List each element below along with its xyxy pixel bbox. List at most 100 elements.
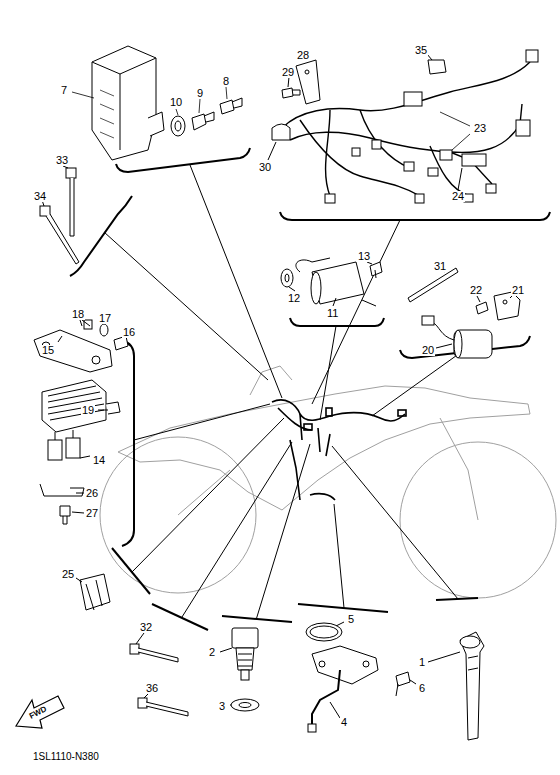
leader-lines-stroke bbox=[176, 109, 178, 115]
group-brackets-stroke bbox=[298, 604, 388, 612]
callout-number: 24 bbox=[451, 191, 465, 202]
cable-ties-32-36-stroke bbox=[138, 648, 178, 662]
harness-leader-stroke bbox=[452, 134, 470, 150]
leader-lines-stroke bbox=[132, 418, 284, 572]
spark-plug-cap-stroke bbox=[460, 636, 480, 648]
rectifier-plate-stroke bbox=[34, 330, 112, 372]
group-brackets-stroke bbox=[152, 604, 208, 630]
screw-29 bbox=[282, 77, 300, 98]
condenser-group-stroke bbox=[454, 330, 492, 358]
sensor-4-oring-5-stroke bbox=[310, 626, 338, 638]
callout-number: 21 bbox=[511, 285, 525, 296]
motorcycle-silhouette-stroke bbox=[178, 470, 230, 515]
ignition-coil-stroke bbox=[296, 258, 330, 272]
ignition-coil-stroke bbox=[312, 262, 364, 304]
callout-number: 13 bbox=[357, 251, 371, 262]
harness-connectors-stroke bbox=[428, 168, 438, 176]
callout-number: 23 bbox=[473, 123, 487, 134]
spark-plug-cap-stroke bbox=[460, 632, 484, 740]
condenser-group-stroke bbox=[454, 330, 462, 358]
central-harness-stroke bbox=[278, 408, 330, 456]
callout-number: 32 bbox=[139, 622, 153, 633]
group-brackets-stroke bbox=[112, 548, 150, 594]
wiring-harness-stroke bbox=[300, 120, 420, 196]
sensor-4-oring-5-stroke bbox=[319, 661, 325, 667]
callout-number: 9 bbox=[196, 88, 204, 99]
harness-bracket-28-stroke bbox=[305, 70, 309, 74]
wiring-harness-stroke bbox=[290, 124, 520, 152]
motorcycle-silhouette-stroke bbox=[118, 386, 530, 510]
clip-35-stroke bbox=[428, 60, 446, 74]
leader-lines-stroke bbox=[372, 353, 460, 416]
rectifier-plate-stroke bbox=[58, 320, 90, 342]
motorcycle-silhouette bbox=[100, 366, 556, 598]
central-harness-stroke bbox=[304, 424, 312, 430]
rectifier-regulator-stroke bbox=[48, 440, 62, 460]
rectifier-plate-stroke bbox=[114, 336, 128, 350]
wiring-harness-stroke bbox=[326, 110, 330, 196]
callout-number: 8 bbox=[222, 76, 230, 87]
group-brackets-stroke bbox=[70, 196, 132, 276]
sensor-4-oring-5-stroke bbox=[330, 622, 416, 718]
sensor-2-washer-3-stroke bbox=[239, 703, 251, 708]
sensor-2-washer-3-stroke bbox=[236, 648, 254, 670]
ignition-coil bbox=[281, 258, 382, 306]
sensor-4-oring-5-stroke bbox=[308, 724, 316, 732]
central-harness-stroke bbox=[272, 400, 405, 421]
rectifier-plate-stroke bbox=[100, 324, 108, 336]
callout-number: 15 bbox=[41, 345, 55, 356]
callout-number: 4 bbox=[340, 717, 348, 728]
connector-25-stroke bbox=[80, 574, 110, 610]
central-harness bbox=[272, 400, 406, 500]
callout-number: 16 bbox=[122, 327, 136, 338]
wiring-harness bbox=[282, 62, 530, 196]
cable-ties-33-34-stroke bbox=[70, 178, 74, 236]
ecu-unit-stroke bbox=[148, 112, 164, 136]
sensor-2-washer-3-stroke bbox=[241, 670, 249, 680]
callout-number: 14 bbox=[92, 455, 106, 466]
rectifier-regulator-stroke bbox=[80, 410, 108, 458]
ecu-unit-stroke bbox=[92, 46, 156, 160]
rectifier-regulator-stroke bbox=[55, 430, 73, 440]
harness-connectors bbox=[325, 50, 538, 203]
connector-25-stroke bbox=[86, 580, 102, 610]
harness-bracket-28 bbox=[296, 54, 320, 104]
bracket-26-screw-27 bbox=[40, 484, 84, 524]
wiring-harness-stroke bbox=[360, 110, 410, 168]
sensor-4-oring-5-stroke bbox=[312, 646, 378, 684]
cable-ties-33-34-stroke bbox=[66, 168, 76, 178]
callout-number: 6 bbox=[418, 683, 426, 694]
callout-number: 33 bbox=[55, 155, 69, 166]
sensor-2-washer-3-stroke bbox=[232, 628, 258, 648]
sensor-2-washer-3-stroke bbox=[238, 654, 252, 666]
leader-lines-stroke bbox=[104, 232, 268, 380]
harness-connectors-stroke bbox=[372, 140, 381, 149]
cable-ties-32-36-stroke bbox=[146, 702, 188, 716]
callout-number: 35 bbox=[414, 45, 428, 56]
leader-lines-stroke bbox=[190, 165, 282, 398]
harness-connectors-stroke bbox=[325, 194, 335, 203]
callout-number: 34 bbox=[33, 191, 47, 202]
sensor-4-oring-5-stroke bbox=[312, 670, 340, 726]
ecu-fasteners-stroke bbox=[175, 121, 181, 131]
condenser-group bbox=[408, 268, 520, 358]
leader-lines bbox=[72, 87, 227, 115]
harness-connectors-stroke bbox=[352, 148, 360, 156]
callout-number: 26 bbox=[85, 488, 99, 499]
cable-ties-33-34-stroke bbox=[40, 206, 50, 216]
drawing-code: 1SL1110-N380 bbox=[32, 752, 100, 762]
ecu-fasteners-stroke bbox=[171, 116, 185, 136]
harness-connectors-stroke bbox=[464, 194, 473, 202]
screw-29-stroke bbox=[282, 88, 300, 98]
sensor-2-washer-3 bbox=[220, 628, 259, 711]
rectifier-plate bbox=[34, 320, 128, 372]
callout-number: 2 bbox=[208, 647, 216, 658]
ignition-coil-stroke bbox=[281, 269, 293, 287]
cable-ties-33-34-stroke bbox=[46, 214, 79, 264]
callout-number: 12 bbox=[287, 293, 301, 304]
ignition-coil-stroke bbox=[362, 300, 376, 306]
sensor-2-washer-3-stroke bbox=[231, 699, 259, 711]
harness-connectors-stroke bbox=[516, 120, 530, 136]
